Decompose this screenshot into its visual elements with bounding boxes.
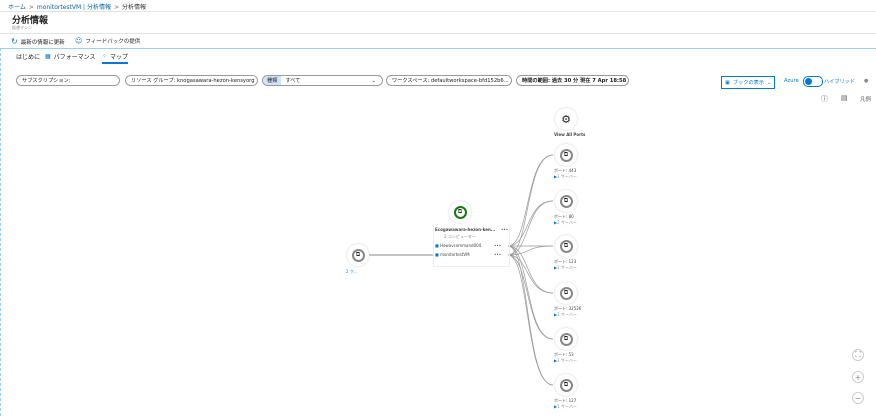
port-servers[interactable]: ▶1 サーバー bbox=[554, 174, 577, 179]
connection-line bbox=[507, 245, 554, 340]
port-node[interactable]: ⧉ bbox=[555, 190, 577, 212]
port-servers[interactable]: ▶1 サーバー bbox=[554, 358, 577, 363]
machine-group-node[interactable]: ⧉ bbox=[449, 201, 471, 223]
port-node[interactable]: ⧉ bbox=[555, 328, 577, 350]
server-icon: ⧉ bbox=[559, 332, 573, 346]
member-more-button[interactable]: ••• bbox=[494, 252, 502, 257]
refresh-icon: ↻ bbox=[11, 37, 18, 46]
legend-button[interactable]: 凡例 bbox=[860, 97, 872, 103]
connection-line bbox=[507, 245, 554, 386]
map-icon: ⁘ bbox=[102, 53, 108, 60]
port-label: ポート: 32526 bbox=[554, 306, 582, 311]
group-more-button[interactable]: ••• bbox=[501, 227, 509, 232]
help-icon[interactable]: ⓘ bbox=[821, 95, 828, 103]
group-member[interactable]: ■ Hewavcommand004 bbox=[435, 243, 482, 248]
member-more-button[interactable]: ••• bbox=[494, 243, 502, 248]
zoom-out-button[interactable]: − bbox=[852, 392, 864, 404]
subscription-filter[interactable]: サブスクリプション: bbox=[16, 75, 120, 86]
port-label: ポート: 127 bbox=[554, 398, 577, 403]
feedback-button[interactable]: ☺フィードバックの提供 bbox=[75, 37, 141, 45]
server-icon: ⧉ bbox=[351, 248, 365, 262]
client-node[interactable]: ⧉ bbox=[347, 244, 369, 266]
view-all-ports-label: View All Ports bbox=[554, 132, 586, 137]
port-servers[interactable]: ▶1 サーバー bbox=[554, 404, 577, 409]
type-filter[interactable]: 種類すべて⌄ bbox=[262, 75, 383, 86]
info-icon: ● bbox=[864, 78, 869, 84]
tab-performance[interactable]: ▦パフォーマンス bbox=[45, 53, 96, 61]
port-node[interactable]: ⧉ bbox=[555, 374, 577, 396]
breadcrumb-home[interactable]: ホーム bbox=[8, 4, 26, 11]
view-all-ports-button[interactable]: ⚙ bbox=[555, 108, 577, 130]
performance-icon: ▦ bbox=[45, 53, 51, 60]
chevron-down-icon: ⌄ bbox=[767, 79, 772, 86]
workspace-filter[interactable]: ワークスペース: defaultworkspace-bfd152b6... bbox=[386, 75, 512, 86]
group-count: 2 コンピューター bbox=[444, 234, 476, 239]
server-icon: ⧉ bbox=[559, 378, 573, 392]
summary-icon[interactable]: ▤ bbox=[841, 94, 848, 102]
port-label: ポート: 80 bbox=[554, 214, 574, 219]
port-node[interactable]: ⧉ bbox=[555, 282, 577, 304]
page-subtitle: 仮想マシン bbox=[12, 25, 32, 30]
connection-line bbox=[507, 154, 554, 247]
port-label: ポート: 123 bbox=[554, 259, 577, 264]
port-label: ポート: 443 bbox=[554, 168, 577, 173]
time-range-filter[interactable]: 時間の範囲: 過去 30 分 現在 7 Apr 18:58 bbox=[516, 75, 629, 86]
server-icon: ⧉ bbox=[559, 194, 573, 208]
client-label: 2 ク... bbox=[346, 269, 358, 274]
connection-line bbox=[507, 154, 554, 256]
zoom-in-button[interactable]: + bbox=[852, 371, 864, 383]
connection-line bbox=[507, 245, 554, 256]
port-label: ポート: 53 bbox=[554, 352, 574, 357]
azure-label: Azure bbox=[784, 78, 799, 84]
breadcrumb: ホーム>monitortestVM | 分析情報>分析情報 bbox=[8, 4, 147, 11]
connection-line bbox=[507, 254, 554, 340]
workbook-dropdown[interactable]: ▣ブックの表示⌄ bbox=[721, 76, 776, 89]
connection-line bbox=[507, 200, 554, 256]
feedback-icon: ☺ bbox=[75, 37, 83, 45]
refresh-button[interactable]: ↻最新の情報に更新 bbox=[11, 37, 65, 46]
server-icon: ⧉ bbox=[559, 239, 573, 253]
connection-line bbox=[507, 200, 554, 247]
hybrid-label: ハイブリッド bbox=[824, 79, 856, 85]
gear-icon: ⚙ bbox=[561, 112, 571, 126]
group-name: Ecogawawara-hezon-ken... bbox=[435, 227, 496, 232]
group-member[interactable]: ■ monitortestVM bbox=[435, 252, 470, 257]
port-node[interactable]: ⧉ bbox=[555, 235, 577, 257]
azure-hybrid-toggle[interactable] bbox=[803, 76, 823, 87]
fit-to-screen-button[interactable]: ⛶ bbox=[852, 349, 864, 361]
breadcrumb-vm[interactable]: monitortestVM | 分析情報 bbox=[36, 4, 111, 11]
resource-group-filter[interactable]: リソース グループ: knogasawara-hezon-kensyorg bbox=[125, 75, 258, 86]
server-icon: ⧉ bbox=[559, 286, 573, 300]
tab-getting-started[interactable]: はじめに bbox=[16, 54, 41, 61]
breadcrumb-current: 分析情報 bbox=[122, 4, 147, 11]
port-servers[interactable]: ▶1 サーバー bbox=[554, 312, 577, 317]
port-node[interactable]: ⧉ bbox=[555, 144, 577, 166]
server-group-icon: ⧉ bbox=[453, 205, 467, 219]
port-servers[interactable]: ▶2 サーバー bbox=[554, 220, 577, 225]
tab-map[interactable]: ⁘マップ bbox=[102, 52, 129, 64]
connection-line bbox=[507, 254, 554, 294]
server-icon: ⧉ bbox=[559, 148, 573, 162]
chevron-down-icon: ⌄ bbox=[371, 77, 376, 84]
port-servers[interactable]: ▶1 サーバー bbox=[554, 265, 577, 270]
connection-line bbox=[507, 254, 554, 386]
page-title: 分析情報 bbox=[12, 16, 49, 26]
workbook-icon: ▣ bbox=[725, 79, 730, 86]
